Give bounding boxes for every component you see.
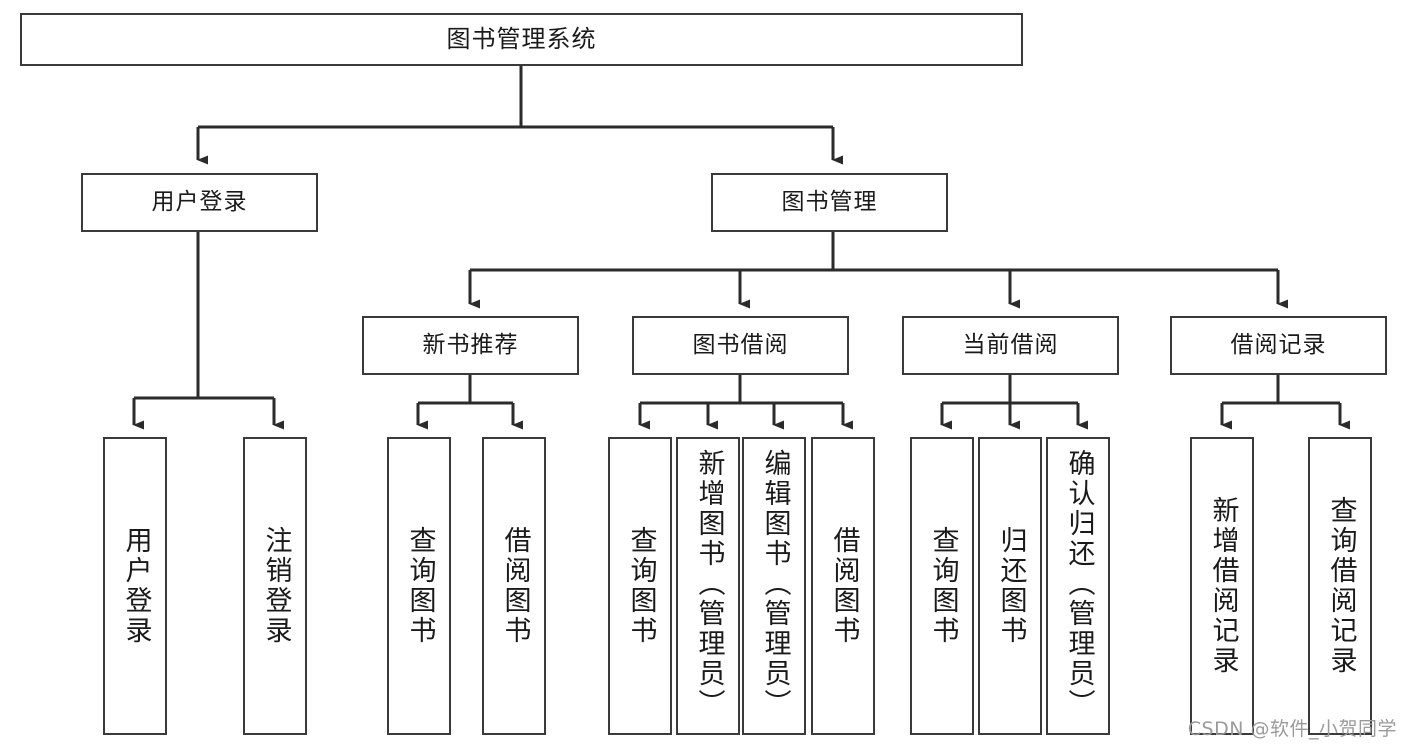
leaf-query-book-3[interactable]: 查询图书 — [910, 437, 974, 735]
leaf-edit-book[interactable]: 编辑图书（管理员） — [742, 437, 806, 735]
leaf-query-book-2[interactable]: 查询图书 — [608, 437, 672, 735]
node-borrow-records[interactable]: 借阅记录 — [1170, 316, 1387, 375]
leaf-borrow-book-2[interactable]: 借阅图书 — [811, 437, 875, 735]
leaf-borrow-book-1[interactable]: 借阅图书 — [482, 437, 546, 735]
node-current-borrow[interactable]: 当前借阅 — [902, 316, 1119, 375]
leaf-return-book[interactable]: 归还图书 — [978, 437, 1042, 735]
node-user-login[interactable]: 用户登录 — [81, 173, 318, 232]
leaf-user-login[interactable]: 用户登录 — [103, 437, 167, 735]
leaf-confirm-return[interactable]: 确认归还（管理员） — [1046, 437, 1110, 735]
leaf-add-borrow-record[interactable]: 新增借阅记录 — [1190, 437, 1254, 735]
node-root[interactable]: 图书管理系统 — [20, 13, 1023, 66]
watermark: CSDN @软件_小贺同学 — [1187, 718, 1397, 740]
leaf-user-logout[interactable]: 注销登录 — [243, 437, 307, 735]
node-book-management[interactable]: 图书管理 — [711, 173, 948, 232]
leaf-query-book-1[interactable]: 查询图书 — [387, 437, 451, 735]
node-book-borrow[interactable]: 图书借阅 — [632, 316, 849, 375]
leaf-add-book[interactable]: 新增图书（管理员） — [676, 437, 740, 735]
leaf-query-borrow-record[interactable]: 查询借阅记录 — [1308, 437, 1372, 735]
node-new-book-recommendation[interactable]: 新书推荐 — [362, 316, 579, 375]
